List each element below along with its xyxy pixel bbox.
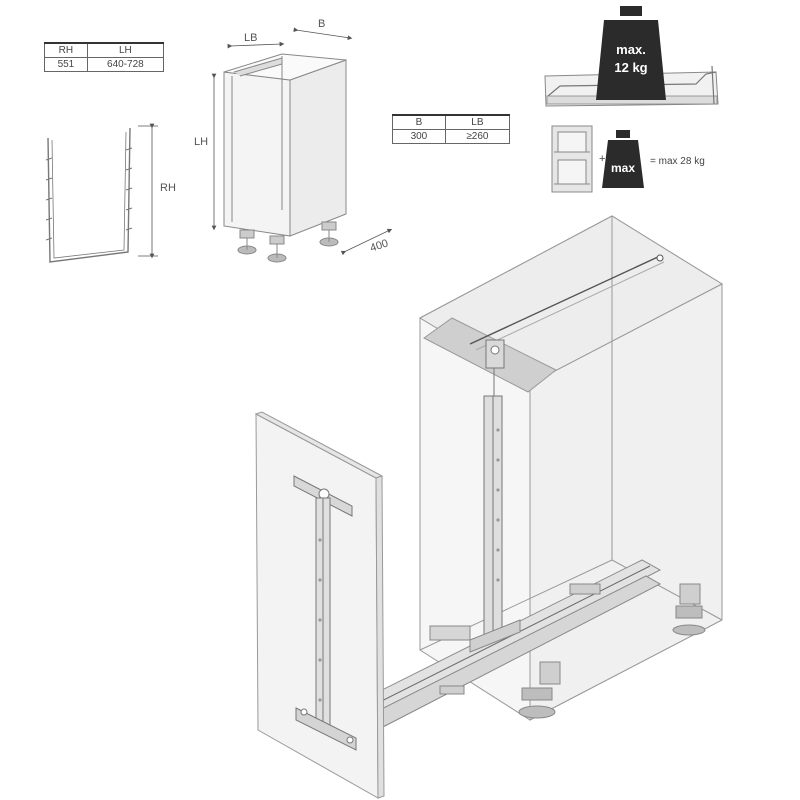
table-cell-rh-value: 551 xyxy=(44,57,88,72)
weight-12kg-icon: max. 12 kg xyxy=(596,6,666,100)
b-lb-table: B LB 300 ≥260 xyxy=(392,114,511,144)
table-cell-lb-value: ≥260 xyxy=(444,129,511,144)
table-cell-lh-value: 640-728 xyxy=(86,57,165,72)
small-cabinet-drawing xyxy=(223,53,347,263)
dimension-b-label: B xyxy=(318,18,326,30)
dimension-rh-label: RH xyxy=(160,182,176,194)
cabinet-dimension-lines xyxy=(211,27,393,256)
table-cell-b-value: 300 xyxy=(392,129,446,144)
door-mounting-rail xyxy=(293,475,357,751)
large-cabinet-drawing xyxy=(418,215,724,721)
bottom-runners xyxy=(329,559,662,745)
weight-max-icon: max xyxy=(602,130,644,188)
weight-max-28kg-text: = max 28 kg xyxy=(650,156,705,167)
side-rail-drawing xyxy=(45,127,133,263)
rh-dimension-line xyxy=(138,123,158,259)
dimension-lb-label: LB xyxy=(244,32,258,44)
plus-sign: + xyxy=(599,153,605,165)
weight-12kg-line1: max. xyxy=(616,42,646,57)
basket-drawing xyxy=(551,125,593,193)
weight-12kg-line2: 12 kg xyxy=(614,60,647,75)
weight-max-label: max xyxy=(611,161,635,175)
dimension-lh-label: LH xyxy=(194,136,209,148)
rh-lh-table: RH LH 551 640-728 xyxy=(44,42,165,72)
